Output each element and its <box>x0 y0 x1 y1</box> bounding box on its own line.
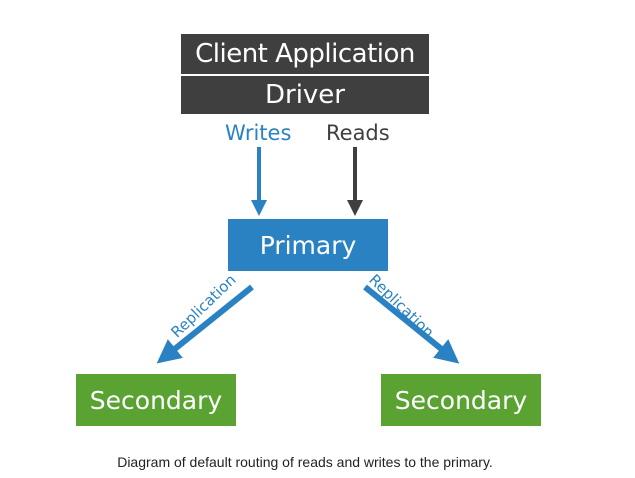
driver-node: Driver <box>181 76 429 114</box>
reads-label: Reads <box>326 121 390 145</box>
writes-label: Writes <box>225 121 292 145</box>
secondary-label-right: Secondary <box>394 385 528 415</box>
primary-label: Primary <box>259 230 357 260</box>
secondary-node-left: Secondary <box>76 374 236 426</box>
replication-arrow-right <box>363 284 460 364</box>
primary-node: Primary <box>228 219 388 271</box>
client-application-node: Client Application <box>181 34 429 74</box>
diagram-caption: Diagram of default routing of reads and … <box>117 454 493 470</box>
driver-label: Driver <box>264 80 345 110</box>
secondary-node-right: Secondary <box>381 374 541 426</box>
secondary-label-left: Secondary <box>89 385 223 415</box>
client-application-label: Client Application <box>195 39 415 69</box>
replication-arrow-left <box>156 284 254 364</box>
